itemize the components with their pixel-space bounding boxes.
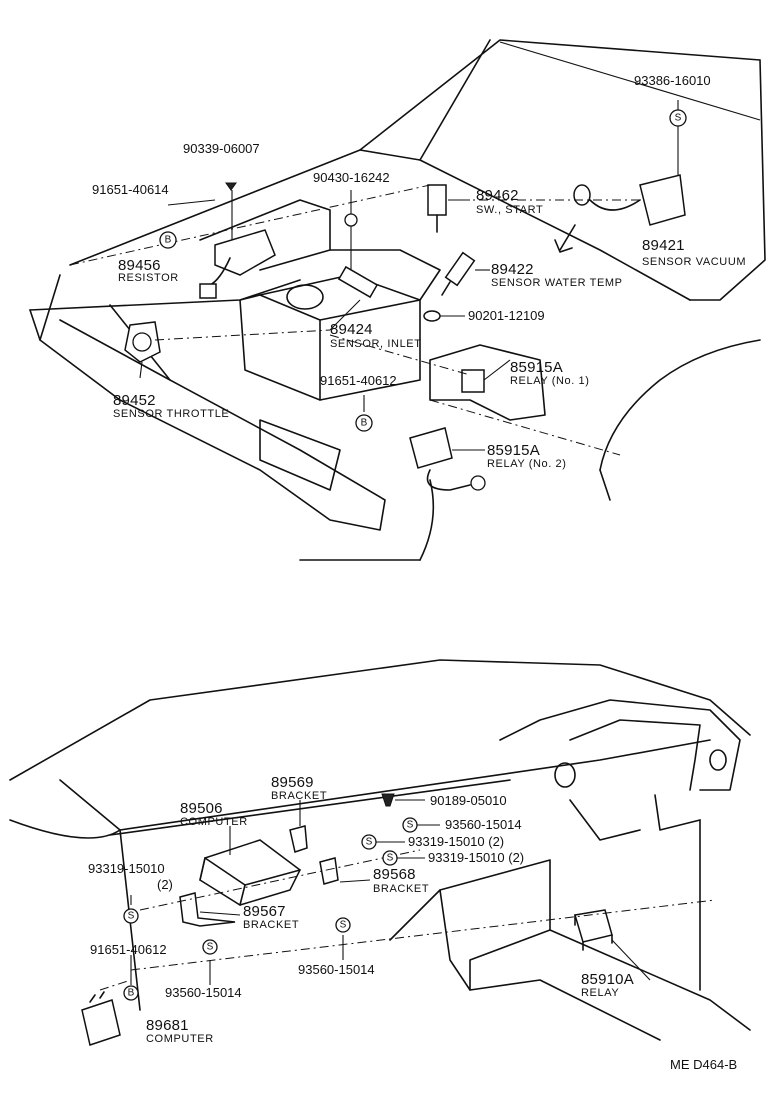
part-number-89422: 89422 <box>491 261 534 278</box>
part-quantity-93319-15010-left: (2) <box>157 877 173 892</box>
part-name-relay-no2: RELAY (No. 2) <box>487 458 567 470</box>
part-number-90339-06007: 90339-06007 <box>183 141 260 156</box>
part-number-90430-16242: 90430-16242 <box>313 170 390 185</box>
dashboard-illustration: S S S S S S B <box>9 659 751 1046</box>
part-name-bracket-89568: BRACKET <box>373 883 430 895</box>
part-name-sensor-inlet: SENSOR, INLET <box>330 338 422 350</box>
part-number-91651-40612-bottom: 91651-40612 <box>90 942 167 957</box>
screw-90189-part <box>381 793 395 807</box>
s-symbol-2: S <box>361 834 377 850</box>
computer-89506-part <box>199 839 301 906</box>
svg-text:S: S <box>366 837 373 848</box>
b-symbol-top-mid: B <box>355 414 373 432</box>
bracket-89567-part <box>179 892 236 927</box>
part-number-93560-15014-mid: 93560-15014 <box>298 962 375 977</box>
part-name-resistor: RESISTOR <box>118 272 179 284</box>
part-number-93319-15010-lower: 93319-15010 (2) <box>428 850 525 865</box>
part-number-85910a: 85910A <box>581 971 634 988</box>
relay-no2-part <box>409 427 486 491</box>
b-symbol-top-left: B <box>159 231 177 249</box>
gasket-part <box>423 310 441 322</box>
part-number-91651-40612-top: 91651-40612 <box>320 373 397 388</box>
part-number-85915a-no1: 85915A <box>510 359 563 376</box>
part-number-89569: 89569 <box>271 774 314 791</box>
svg-text:S: S <box>207 942 214 953</box>
part-name-relay-85910a: RELAY <box>581 987 620 999</box>
relay-no1-part <box>461 369 485 393</box>
part-name-relay-no1: RELAY (No. 1) <box>510 375 590 387</box>
start-switch-part <box>427 184 447 233</box>
svg-text:B: B <box>128 988 135 999</box>
part-number-93560-15014-lower: 93560-15014 <box>165 985 242 1000</box>
water-temp-sensor-part <box>441 251 476 296</box>
svg-text:S: S <box>387 853 394 864</box>
clip-part <box>344 213 358 227</box>
vacuum-sensor-part <box>573 174 686 226</box>
part-number-89568: 89568 <box>373 866 416 883</box>
part-name-computer-89681: COMPUTER <box>146 1033 214 1045</box>
computer-89681-part <box>81 991 121 1046</box>
part-name-computer-89506: COMPUTER <box>180 816 248 828</box>
sensor-throttle-part <box>124 321 161 363</box>
part-name-start-switch: SW., START <box>476 204 544 216</box>
s-symbol-3: S <box>382 850 398 866</box>
part-number-90201-12109: 90201-12109 <box>468 308 545 323</box>
resistor-part <box>199 229 276 299</box>
s-symbol-4: S <box>123 908 139 924</box>
svg-text:S: S <box>128 911 135 922</box>
part-number-89462: 89462 <box>476 187 519 204</box>
s-symbol-6: S <box>335 917 351 933</box>
part-number-89506: 89506 <box>180 800 223 817</box>
b-symbol-bottom: B <box>123 985 139 1001</box>
s-symbol-top: S <box>669 109 687 127</box>
part-number-93319-15010-upper: 93319-15010 (2) <box>408 834 505 849</box>
part-name-sensor-vacuum: SENSOR VACUUM <box>642 256 747 268</box>
screw-part <box>225 182 237 191</box>
part-name-bracket-89569: BRACKET <box>271 790 328 802</box>
part-number-90189-05010: 90189-05010 <box>430 793 507 808</box>
bracket-89569-part <box>289 825 308 853</box>
part-number-93319-15010-left: 93319-15010 <box>88 861 165 876</box>
part-number-91651-40614: 91651-40614 <box>92 182 169 197</box>
part-number-89456: 89456 <box>118 257 161 274</box>
svg-text:S: S <box>340 920 347 931</box>
part-name-bracket-89567: BRACKET <box>243 919 300 931</box>
part-number-89681: 89681 <box>146 1017 189 1034</box>
diagram-code: ME D464-B <box>670 1057 738 1072</box>
part-name-sensor-throttle: SENSOR THROTTLE <box>113 408 230 420</box>
svg-text:S: S <box>675 113 682 124</box>
part-name-sensor-water-temp: SENSOR WATER TEMP <box>491 277 623 289</box>
part-number-89424: 89424 <box>330 321 373 338</box>
s-symbol-5: S <box>202 939 218 955</box>
part-number-89567: 89567 <box>243 903 286 920</box>
relay-85910a-part <box>574 909 613 951</box>
part-number-85915a-no2: 85915A <box>487 442 540 459</box>
part-number-93386-16010: 93386-16010 <box>634 73 711 88</box>
engine-bay-illustration: S B B <box>29 39 766 561</box>
part-number-89421: 89421 <box>642 237 685 254</box>
bracket-89568-part <box>319 857 339 885</box>
svg-text:S: S <box>407 820 414 831</box>
svg-text:B: B <box>361 418 368 429</box>
inlet-sensor-part <box>337 265 379 299</box>
svg-text:B: B <box>165 235 172 246</box>
part-number-93560-15014-upper: 93560-15014 <box>445 817 522 832</box>
s-symbol-1: S <box>402 817 418 833</box>
part-number-89452: 89452 <box>113 392 156 409</box>
